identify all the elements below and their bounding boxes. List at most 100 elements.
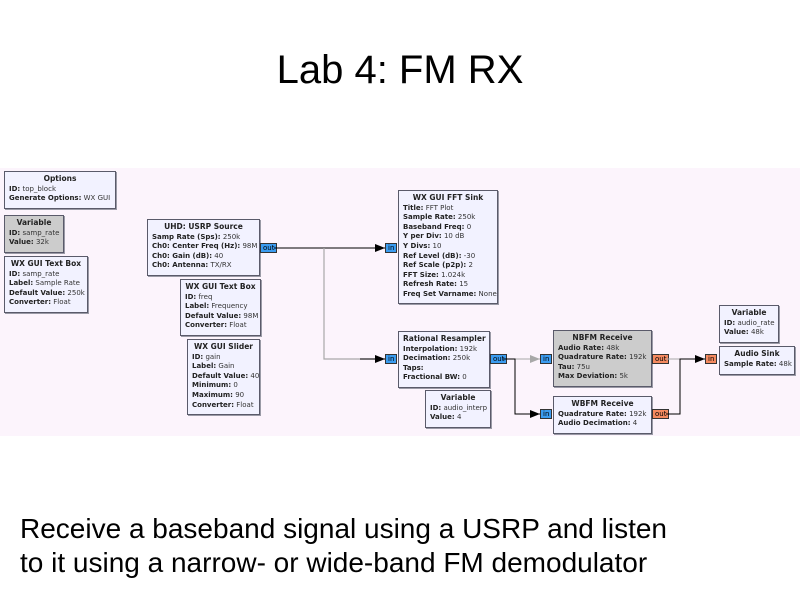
param-name: Sample Rate: (403, 213, 456, 222)
param-value: 192k (629, 409, 647, 418)
param-value: 15 (459, 280, 469, 289)
usrp-source-out-port[interactable]: out (260, 243, 278, 253)
param-name: Default Value: (192, 371, 249, 380)
param-value: top_block (22, 184, 56, 193)
param-name: Value: (724, 328, 749, 337)
block-param: Audio Decimation: 4 (558, 419, 647, 429)
resampler-out-port[interactable]: out (490, 354, 508, 364)
param-name: Title: (403, 203, 424, 212)
param-value: FFT Plot (425, 203, 454, 212)
param-name: Quadrature Rate: (558, 353, 627, 362)
block-param: FFT Size: 1.024k (403, 271, 493, 281)
block-title: Rational Resampler (403, 334, 486, 343)
param-name: ID: (9, 228, 21, 237)
block-param: ID: top_block (9, 185, 111, 195)
block-param: Ch0: Gain (dB): 40 (152, 252, 255, 262)
block-param: ID: audio_interp (430, 403, 487, 414)
param-value: 2 (468, 261, 473, 270)
block-param: Label: Sample Rate (9, 279, 83, 289)
param-value: Float (229, 321, 247, 330)
param-value: 48k (606, 343, 620, 352)
param-value: Sample Rate (35, 279, 80, 288)
param-name: Default Value: (9, 288, 66, 297)
param-name: Freq Set Varname: (403, 289, 477, 298)
param-name: Ref Level (dB): (403, 251, 462, 260)
slide-caption: Receive a baseband signal using a USRP a… (20, 512, 667, 580)
param-name: Audio Decimation: (558, 419, 631, 428)
param-value: TX/RX (210, 261, 232, 270)
block-param: Sample Rate: 48k (724, 360, 792, 370)
param-name: Label: (185, 302, 210, 311)
block-param: Ref Level (dB): -30 (403, 252, 493, 262)
caption-line-2: to it using a narrow- or wide-band FM de… (20, 547, 648, 578)
param-value: -30 (463, 251, 476, 260)
block-param: ID: gain (192, 353, 255, 363)
block-param: Ch0: Center Freq (Hz): 98M (152, 242, 257, 252)
audio-sink-in-port[interactable]: in (705, 354, 718, 364)
param-name: FFT Size: (403, 270, 439, 279)
param-name: Ch0: Antenna: (152, 261, 209, 270)
nbfm-out-port[interactable]: out (652, 354, 670, 364)
param-value: 4 (632, 419, 638, 428)
block-param: Freq Set Varname: None (403, 289, 497, 300)
param-value: 40 (250, 371, 260, 380)
param-name: Interpolation: (403, 344, 458, 353)
param-name: Samp Rate (Sps): (152, 232, 221, 241)
param-name: Ch0: Center Freq (Hz): (152, 242, 241, 251)
block-param: Y per Div: 10 dB (403, 232, 493, 242)
block-param: Default Value: 250k (9, 288, 85, 299)
param-name: Default Value: (185, 311, 242, 320)
param-name: ID: (192, 352, 204, 361)
param-value: 0 (462, 373, 467, 382)
block-param: Y Divs: 10 (403, 242, 493, 252)
param-value: 90 (235, 390, 245, 399)
param-value: 10 (432, 241, 442, 250)
resampler-in-port[interactable]: in (385, 354, 398, 364)
block-param: Value: 32k (9, 238, 59, 248)
param-value: audio_rate (737, 318, 775, 327)
wbfm-out-port[interactable]: out (652, 409, 670, 419)
param-value: freq (198, 292, 213, 301)
block-param: Quadrature Rate: 192k (558, 353, 647, 363)
param-value: Float (53, 298, 71, 307)
param-name: Tau: (558, 362, 575, 371)
block-param: Label: Gain (192, 362, 255, 372)
nbfm-in-port[interactable]: in (540, 354, 553, 364)
param-name: Y per Div: (403, 232, 442, 241)
param-name: ID: (724, 318, 736, 327)
fft-sink-in-port[interactable]: in (385, 243, 398, 253)
param-value: WX GUI (83, 194, 111, 203)
param-value: 250k (457, 213, 476, 222)
block-title: WX GUI Slider (193, 342, 253, 351)
param-name: Taps: (403, 363, 424, 372)
block-param: Label: Frequency (185, 302, 256, 312)
param-value: 98M (243, 311, 259, 320)
param-value: 5k (619, 372, 628, 381)
param-value: None (478, 289, 497, 298)
block-title: NBFM Receive (572, 333, 633, 342)
param-name: Max Deviation: (558, 372, 618, 381)
param-value: Frequency (211, 302, 248, 311)
block-param: Samp Rate (Sps): 250k (152, 233, 255, 243)
block-param: Value: 48k (724, 328, 774, 338)
block-param: Decimation: 250k (403, 354, 485, 364)
block-param: Generate Options: WX GUI (9, 194, 111, 204)
param-name: ID: (430, 403, 442, 412)
param-name: Y Divs: (403, 241, 431, 250)
wbfm-in-port[interactable]: in (540, 409, 553, 419)
block-title: Variable (16, 218, 52, 227)
param-name: Quadrature Rate: (558, 409, 627, 418)
